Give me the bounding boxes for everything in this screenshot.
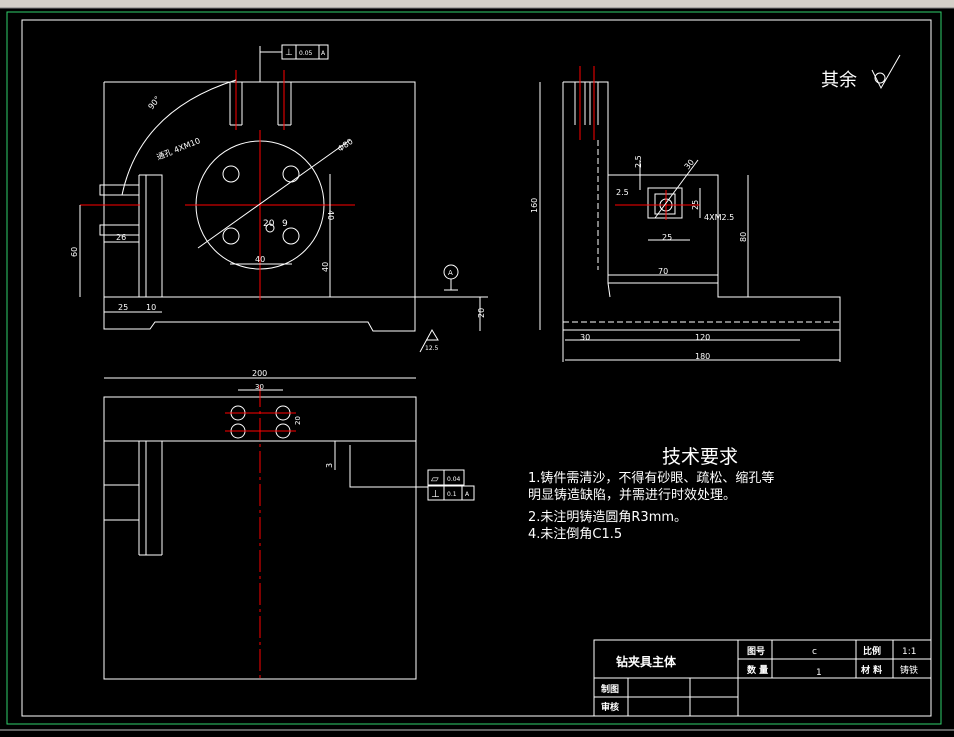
top-toolbar-strip bbox=[0, 0, 954, 8]
dim-120: 120 bbox=[695, 333, 710, 342]
dim-200: 200 bbox=[252, 369, 267, 378]
dim-40-horiz: 40 bbox=[255, 255, 265, 264]
dim-40-bottom: 40 bbox=[321, 262, 330, 272]
top-view bbox=[103, 377, 475, 680]
tb-scale-value: 1:1 bbox=[902, 647, 916, 657]
title-block: 钻夹具主体 图号 c 比例 1:1 数 量 1 材 料 铸铁 制图 审核 bbox=[593, 639, 932, 717]
dim-20-top: 20 bbox=[294, 416, 302, 425]
dim-80: 80 bbox=[739, 232, 748, 242]
tb-scale-label: 比例 bbox=[863, 645, 881, 657]
tb-part-name: 钻夹具主体 bbox=[616, 654, 677, 669]
side-view bbox=[539, 66, 841, 362]
roughness-value: 12.5 bbox=[425, 345, 439, 352]
dim-26: 26 bbox=[116, 233, 126, 242]
tol-perp-symbol: ⊥ bbox=[431, 489, 440, 500]
dim-30: 30 bbox=[683, 158, 696, 172]
dim-holes: 通孔 4XM10 bbox=[155, 135, 202, 162]
tol-top-value: 0.05 bbox=[299, 50, 313, 57]
tech-item-1: 1.铸件需清沙，不得有砂眼、疏松、缩孔等 bbox=[528, 470, 774, 486]
front-view bbox=[79, 44, 488, 353]
sheet-border bbox=[21, 19, 932, 717]
tol-top-datum: A bbox=[321, 50, 326, 57]
dim-60: 60 bbox=[70, 247, 79, 257]
dim-10: 10 bbox=[146, 303, 156, 312]
tb-checked-label: 审核 bbox=[601, 701, 619, 713]
dim-25-v: 25 bbox=[691, 200, 700, 210]
roughness-note: 其余 bbox=[821, 70, 857, 91]
tech-item-3: 2.未注明铸造圆角R3mm。 bbox=[528, 509, 687, 525]
tol-flat-symbol: ▱ bbox=[431, 474, 439, 485]
tb-qty-label: 数 量 bbox=[747, 664, 768, 676]
dim-180: 180 bbox=[695, 352, 710, 361]
dim-threads: 4XM2.5 bbox=[704, 213, 734, 222]
dim-3: 3 bbox=[325, 463, 334, 468]
tech-requirements: 技术要求 1.铸件需清沙，不得有砂眼、疏松、缩孔等 明显铸造缺陷，并需进行时效处… bbox=[528, 446, 774, 542]
tol-perp-value: 0.1 bbox=[447, 491, 457, 498]
dim-dia: Φ80 bbox=[336, 137, 355, 154]
tech-item-2: 明显铸造缺陷，并需进行时效处理。 bbox=[528, 487, 736, 503]
dim-30-bottom: 30 bbox=[580, 333, 590, 342]
dim-30-top: 30 bbox=[255, 383, 264, 391]
tech-item-4: 4.未注倒角C1.5 bbox=[528, 527, 622, 542]
tol-top-symbol: ⊥ bbox=[285, 48, 293, 58]
tol-perp-datum: A bbox=[465, 491, 470, 498]
tb-drawn-label: 制图 bbox=[601, 683, 619, 695]
dim-2-5-top: 2.5 bbox=[634, 155, 643, 168]
dim-9: 9 bbox=[282, 219, 288, 229]
tb-material-value: 铸铁 bbox=[900, 664, 918, 676]
tb-material-label: 材 料 bbox=[860, 664, 882, 676]
viewport-frame bbox=[6, 11, 942, 725]
tb-drawing-no-value: c bbox=[812, 647, 817, 657]
tb-drawing-no-label: 图号 bbox=[747, 646, 765, 657]
dim-20: 20 bbox=[263, 219, 275, 229]
dim-70: 70 bbox=[658, 267, 668, 276]
dim-160: 160 bbox=[530, 198, 539, 213]
dim-40-top: 40 bbox=[326, 210, 335, 220]
dim-25: 25 bbox=[118, 303, 128, 312]
dim-20-right: 20 bbox=[477, 308, 486, 318]
dim-2-5-left: 2.5 bbox=[616, 188, 629, 197]
dim-angle: 90° bbox=[146, 95, 162, 112]
tol-flat-value: 0.04 bbox=[447, 476, 461, 483]
tb-qty-value: 1 bbox=[816, 668, 822, 678]
datum-a-label: A bbox=[448, 269, 453, 277]
dim-25-h: 25 bbox=[662, 233, 672, 242]
tech-title: 技术要求 bbox=[662, 446, 738, 468]
roughness-symbol: 其余 bbox=[821, 54, 901, 91]
